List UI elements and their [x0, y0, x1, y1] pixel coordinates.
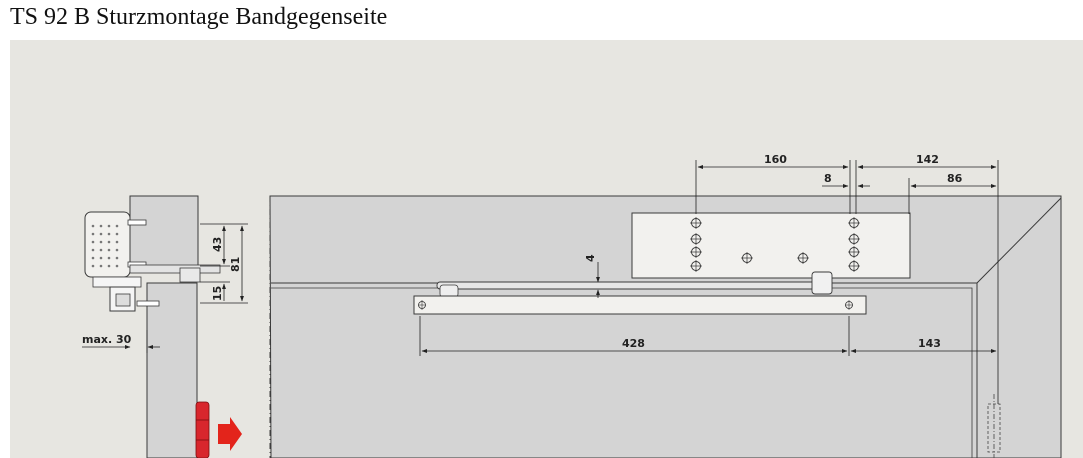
page-title: TS 92 B Sturzmontage Bandgegenseite [10, 4, 388, 30]
dim-4: 4 [584, 254, 597, 262]
dim-8: 8 [824, 172, 832, 185]
dim-142: 142 [916, 153, 939, 166]
closer-arm [436, 281, 833, 290]
side-dimensions [82, 223, 248, 353]
dim-81: 81 [229, 257, 242, 272]
arm-side [129, 264, 221, 274]
dim-160: 160 [764, 153, 787, 166]
hinge [195, 401, 210, 458]
front-view [269, 195, 1062, 458]
closer-body [631, 212, 911, 279]
closer-body-side [84, 211, 131, 278]
door-leaf-section [146, 282, 198, 458]
dim-15: 15 [211, 286, 224, 301]
frame-lintel [129, 195, 199, 269]
guide-rail [413, 295, 867, 315]
side-view [84, 195, 242, 458]
dim-143: 143 [918, 337, 941, 350]
dim-428: 428 [622, 337, 645, 350]
dim-86: 86 [947, 172, 963, 185]
front-dimensions [419, 160, 999, 404]
track-side [92, 276, 142, 288]
closer-dot-grid [91, 224, 119, 268]
opening-direction-arrow [218, 417, 242, 451]
dim-43: 43 [211, 237, 224, 252]
dim-max-30: max. 30 [82, 333, 132, 346]
